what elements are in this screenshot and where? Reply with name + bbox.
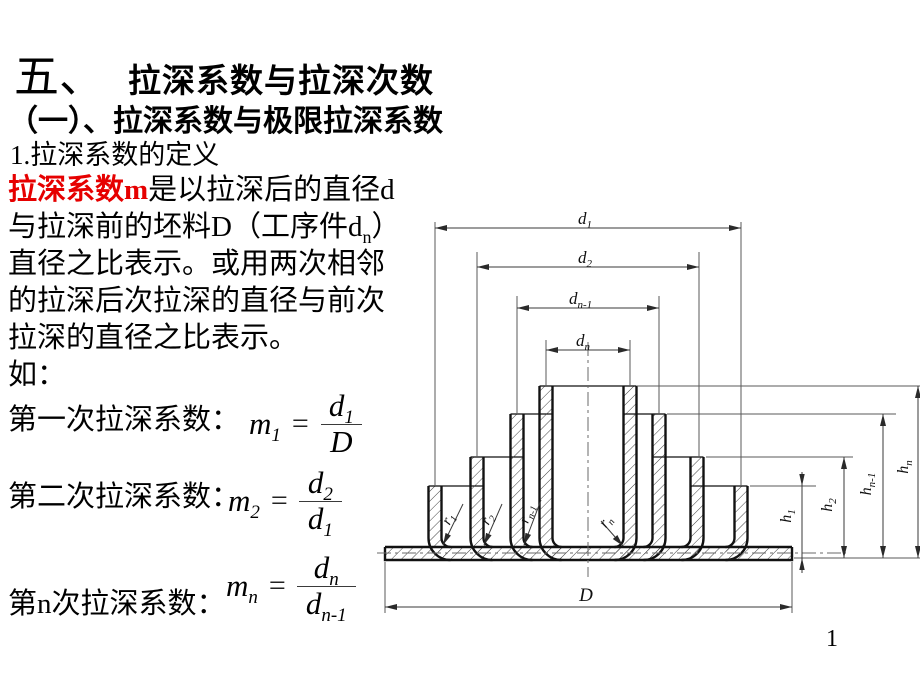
equals-sign: =	[291, 407, 309, 441]
formula2-fraction: d2 d1	[298, 465, 342, 540]
var-m-sub: 1	[271, 425, 281, 447]
equals-sign: =	[270, 484, 288, 518]
paragraph-line: 拉深的直径之比表示。	[8, 322, 299, 354]
formula1-fraction: d1 D	[320, 389, 363, 459]
formula3: mn = dn dn-1	[226, 550, 356, 625]
highlighted-term: 拉深系数m	[8, 174, 149, 206]
dim-label-d2: d2	[578, 248, 593, 270]
numerator: d1	[320, 388, 363, 427]
drawing-cross-section-diagram: d1 d2 dn-1 dn D h1 h2 hn-1 hn	[377, 209, 920, 613]
height-dimensions: h1 h2 hn-1 hn	[637, 385, 920, 573]
var-m: m	[226, 568, 249, 604]
dim-label-hn: hn	[895, 460, 915, 474]
formula3-label: 第n次拉深系数：	[8, 588, 226, 620]
subscript-n: n	[362, 226, 372, 247]
denominator: dn-1	[296, 585, 356, 625]
var-d: d	[305, 585, 322, 621]
numerator: dn	[305, 550, 348, 589]
dim-label-h2: h2	[819, 498, 839, 512]
var-d-sub: 1	[323, 519, 333, 541]
formula3-fraction: dn dn-1	[296, 550, 356, 625]
var-m-sub: 2	[250, 502, 260, 524]
var-d-sub: 2	[323, 484, 333, 506]
var-d: d	[307, 500, 324, 536]
radius-label-rn-1: rn-1	[517, 502, 541, 526]
var-D: D	[330, 423, 353, 459]
dim-label-dn-1: dn-1	[569, 289, 592, 311]
dim-label-D: D	[578, 585, 593, 606]
slide-subtitle: （一）、拉深系数与极限拉深系数	[8, 105, 443, 138]
paragraph-text: 是以拉深后的直径d	[148, 174, 395, 206]
var-m: m	[228, 483, 251, 519]
denominator: d1	[298, 500, 342, 540]
formula2-lhs: m2	[228, 483, 260, 522]
formula1: m1 = d1 D	[249, 389, 363, 459]
title-number: 五、	[14, 52, 105, 102]
numerator: d2	[299, 465, 342, 504]
diameter-dimensions: d1 d2 dn-1 dn	[434, 209, 742, 486]
centerlines	[377, 342, 846, 577]
dim-label-d1: d1	[578, 209, 592, 231]
formula3-lhs: mn	[226, 568, 258, 607]
paragraph-text: ）	[371, 211, 401, 243]
var-m-sub: n	[248, 587, 258, 609]
paragraph-line: 拉深系数m是以拉深后的直径d	[8, 172, 460, 209]
var-d: d	[313, 550, 330, 585]
section-heading: 1.拉深系数的定义	[10, 140, 220, 170]
denominator: D	[321, 423, 362, 460]
var-d-sub: n	[329, 569, 339, 591]
formula1-label: 第一次拉深系数：	[8, 404, 241, 436]
equals-sign: =	[268, 569, 286, 603]
var-d: d	[328, 388, 345, 423]
slide-title: 五、 拉深系数与拉深次数	[14, 40, 434, 105]
page-number: 1	[826, 626, 838, 652]
dim-label-h1: h1	[778, 509, 798, 523]
definition-paragraph: 拉深系数m是以拉深后的直径d 与拉深前的坯料D（工序件dn） 直径之比表示。或用…	[8, 172, 460, 394]
dim-label-hn-1: hn-1	[858, 473, 878, 496]
formula2: m2 = d2 d1	[228, 465, 342, 540]
var-d-sub: n-1	[321, 604, 347, 626]
paragraph-line: 如：	[8, 359, 67, 391]
formula1-lhs: m1	[249, 406, 281, 445]
var-m: m	[249, 406, 272, 442]
paragraph-line: 直径之比表示。或用两次相邻	[8, 248, 386, 280]
paragraph-line: 与拉深前的坯料D（工序件dn）	[8, 209, 460, 246]
title-text: 拉深系数与拉深次数	[128, 64, 435, 100]
blank-diameter-dimension: D	[384, 562, 793, 613]
dim-label-dn: dn	[576, 331, 591, 353]
paragraph-line: 的拉深后次拉深的直径与前次	[8, 285, 386, 317]
formula2-label: 第二次拉深系数：	[8, 481, 241, 513]
var-d-sub: 1	[344, 407, 354, 429]
paragraph-text: 与拉深前的坯料D（工序件d	[8, 211, 363, 243]
var-d: d	[307, 465, 324, 500]
